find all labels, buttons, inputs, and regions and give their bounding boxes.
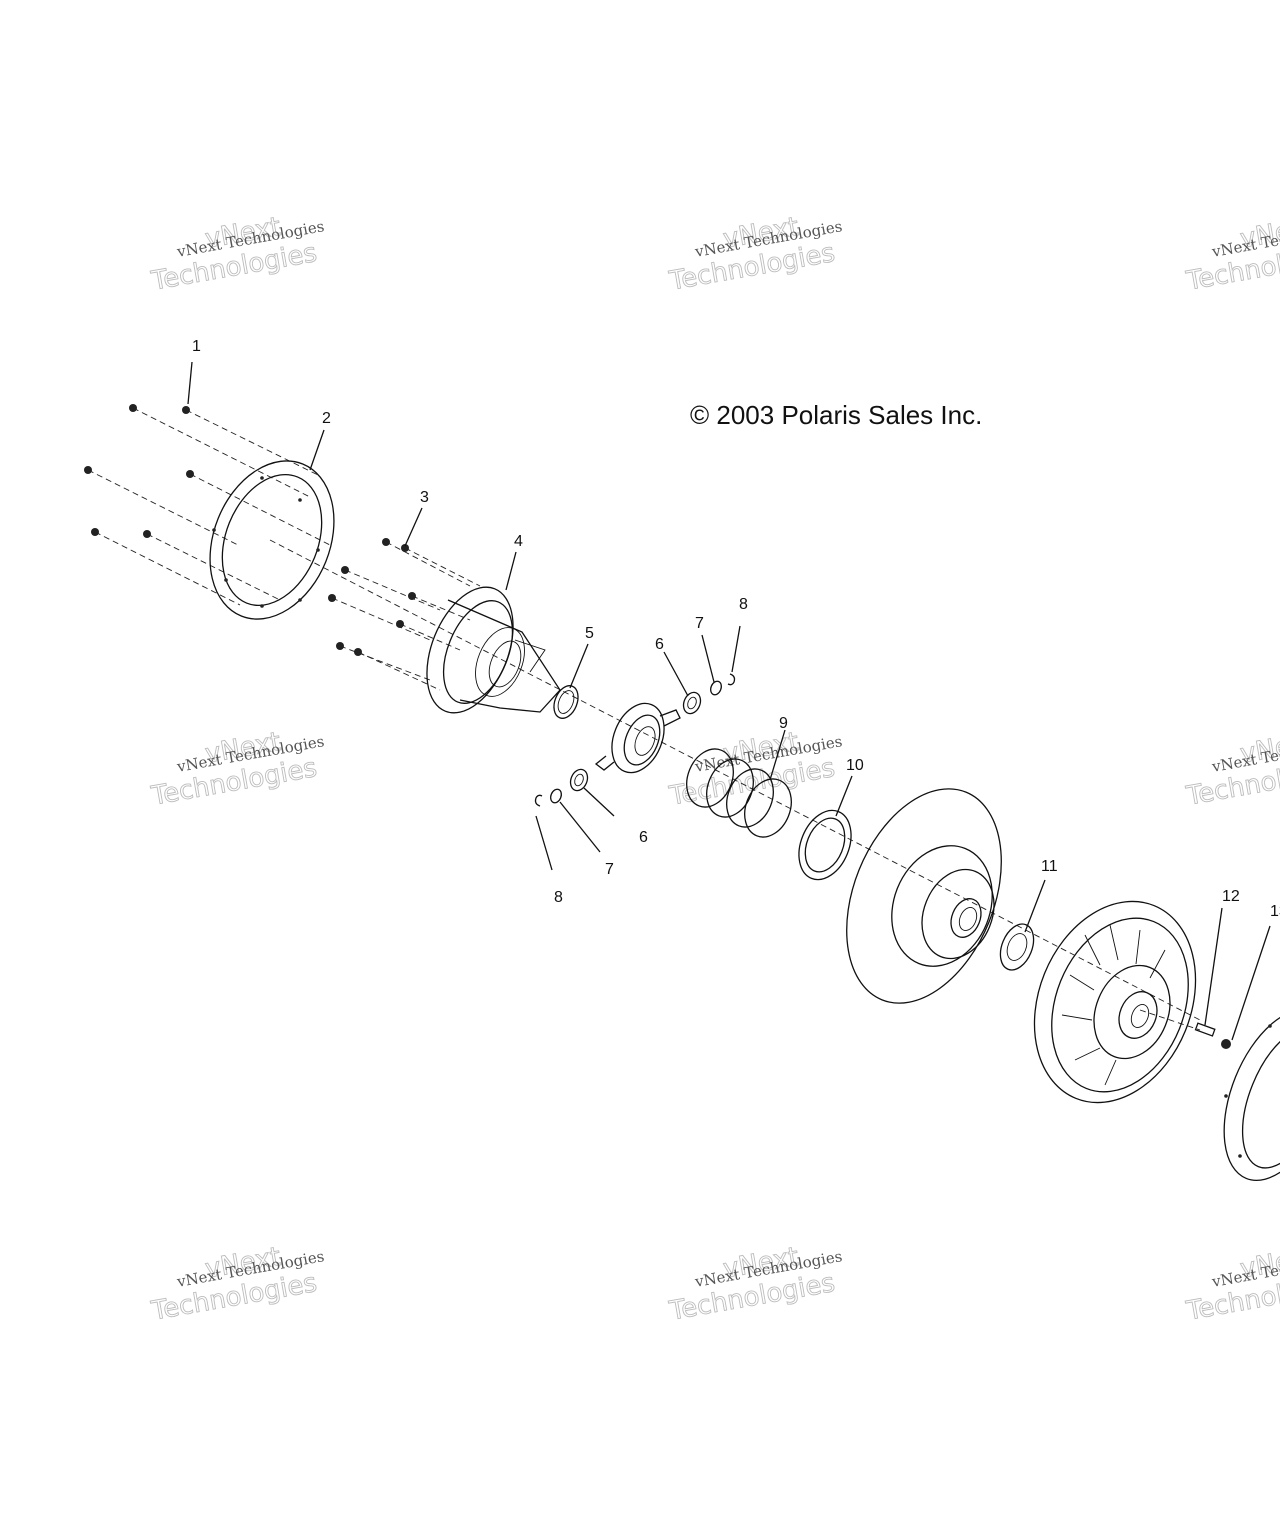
bolt-set-3 bbox=[328, 538, 481, 691]
watermark: vNext vNext Technologies Technologies bbox=[1183, 211, 1280, 297]
roller-lower bbox=[569, 768, 589, 792]
roller-hub bbox=[594, 702, 681, 774]
watermark: vNext vNext Technologies Technologies bbox=[666, 726, 844, 812]
pin-12 bbox=[1139, 1009, 1216, 1037]
callout-2: 2 bbox=[322, 410, 331, 427]
snap-ring bbox=[553, 685, 579, 719]
callout-4: 4 bbox=[514, 533, 523, 550]
washer-upper bbox=[710, 680, 722, 696]
rear-cover bbox=[1223, 1008, 1280, 1182]
clip-upper bbox=[727, 673, 736, 686]
bolt-set-1 bbox=[84, 404, 331, 606]
callout-8: 8 bbox=[739, 596, 748, 613]
watermark: vNext vNext Technologies Technologies bbox=[666, 211, 844, 297]
cover-gasket bbox=[209, 460, 335, 620]
callout-11: 11 bbox=[1041, 858, 1058, 875]
callout-7: 7 bbox=[695, 615, 704, 632]
callout-8b: 8 bbox=[554, 889, 563, 906]
callout-6b: 6 bbox=[639, 829, 648, 846]
washer-lower bbox=[550, 788, 562, 804]
watermark: vNext vNext Technologies Technologies bbox=[148, 211, 326, 297]
watermark: vNext vNext Technologies Technologies bbox=[1183, 726, 1280, 812]
callout-9: 9 bbox=[779, 715, 788, 732]
callout-6: 6 bbox=[655, 636, 664, 653]
callout-5: 5 bbox=[585, 625, 594, 642]
copyright-notice: © 2003 Polaris Sales Inc. bbox=[690, 400, 982, 430]
cover-housing bbox=[426, 586, 561, 714]
spring-seat bbox=[798, 809, 852, 881]
callout-12: 12 bbox=[1222, 888, 1240, 905]
leader-lines bbox=[187, 361, 1271, 1041]
callout-7b: 7 bbox=[605, 861, 614, 878]
callout-3: 3 bbox=[420, 489, 429, 506]
moveable-sheave bbox=[846, 788, 1002, 1004]
callout-10: 10 bbox=[846, 757, 864, 774]
roller-upper bbox=[682, 691, 702, 715]
shim-washer bbox=[999, 923, 1035, 971]
callout-labels: 1 2 3 4 5 6 7 8 6 7 8 9 10 11 12 13 bbox=[192, 338, 1280, 920]
nut-13 bbox=[1221, 1039, 1231, 1049]
watermark: vNext vNext Technologies Technologies bbox=[148, 726, 326, 812]
watermark: vNext vNext Technologies Technologies bbox=[666, 1241, 844, 1327]
callout-1: 1 bbox=[192, 338, 201, 355]
watermark: vNext vNext Technologies Technologies bbox=[1183, 1241, 1280, 1327]
fixed-sheave bbox=[1033, 900, 1197, 1104]
torsion-spring bbox=[686, 748, 792, 838]
clip-lower bbox=[534, 794, 543, 807]
watermark: vNext vNext Technologies Technologies bbox=[148, 1241, 326, 1327]
callout-13: 13 bbox=[1270, 903, 1280, 920]
